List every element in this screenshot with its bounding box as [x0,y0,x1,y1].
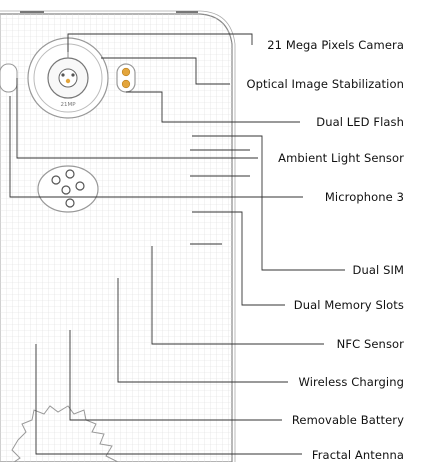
callout-memory-slots: Dual Memory Slots [293,298,404,312]
leader-line [192,211,285,306]
callout-battery: Removable Battery [291,413,404,427]
callout-antenna: Fractal Antenna [311,448,404,462]
phone-back [0,10,236,462]
leader-lines [9,33,345,455]
callout-camera: 21 Mega Pixels Camera [267,38,404,52]
callout-flash: Dual LED Flash [316,115,404,129]
callout-ambient-light: Ambient Light Sensor [278,151,404,165]
callout-ois: Optical Image Stabilization [246,77,404,91]
callout-dual-sim: Dual SIM [352,263,404,277]
leader-line [16,78,258,159]
leader-line [126,91,300,123]
leader-line [67,33,253,52]
leader-line [101,57,230,85]
camera-lens-text: 21MP [60,102,76,108]
fractal-antenna [11,405,119,462]
leader-line [69,330,282,421]
leader-line [192,135,345,271]
flash-module [116,63,136,93]
leader-line [35,344,302,455]
leader-line [9,96,303,198]
callout-nfc: NFC Sensor [336,337,404,351]
leader-line [151,246,324,345]
callout-wireless: Wireless Charging [298,375,404,389]
callout-microphone: Microphone 3 [324,190,404,204]
leader-line [117,278,288,383]
microphone-cluster [37,165,99,213]
side-button [0,63,18,93]
